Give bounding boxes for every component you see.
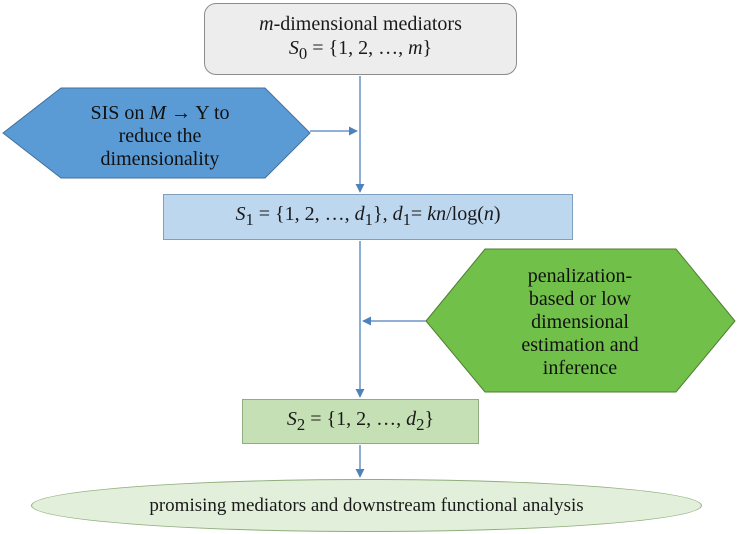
- start-node-line2: S0 = {1, 2, …, m}: [288, 37, 433, 63]
- final-node-ellipse: promising mediators and downstream funct…: [31, 479, 702, 532]
- start-node-line1: m-dimensional mediators: [259, 13, 462, 35]
- penalization-hexagon: [425, 248, 736, 393]
- sis-hexagon: [2, 87, 311, 179]
- sis-line2: reduce the: [118, 124, 202, 147]
- sis-line3: dimensionality: [100, 147, 220, 170]
- step2-text: S2 = {1, 2, …, d2}: [286, 407, 435, 434]
- pen-line1: penalization-: [527, 264, 633, 287]
- step1-node: S1 = {1, 2, …, d1}, d1= kn/log(n): [163, 194, 573, 240]
- step2-node: S2 = {1, 2, …, d2}: [242, 399, 479, 444]
- pen-line4: estimation and: [521, 333, 639, 356]
- penalization-hexagon-label: penalization- based or low dimensional e…: [470, 262, 690, 382]
- final-text: promising mediators and downstream funct…: [149, 494, 584, 516]
- sis-hexagon-label: SIS on M → Y to reduce the dimensionalit…: [40, 96, 280, 176]
- pen-line5: inference: [542, 356, 618, 379]
- pen-line3: dimensional: [531, 310, 629, 333]
- start-node-mediators: m-dimensional mediators S0 = {1, 2, …, m…: [204, 3, 517, 75]
- step1-text: S1 = {1, 2, …, d1}, d1= kn/log(n): [235, 203, 501, 229]
- sis-line1: SIS on M → Y to: [90, 101, 230, 124]
- pen-line2: based or low: [528, 287, 632, 310]
